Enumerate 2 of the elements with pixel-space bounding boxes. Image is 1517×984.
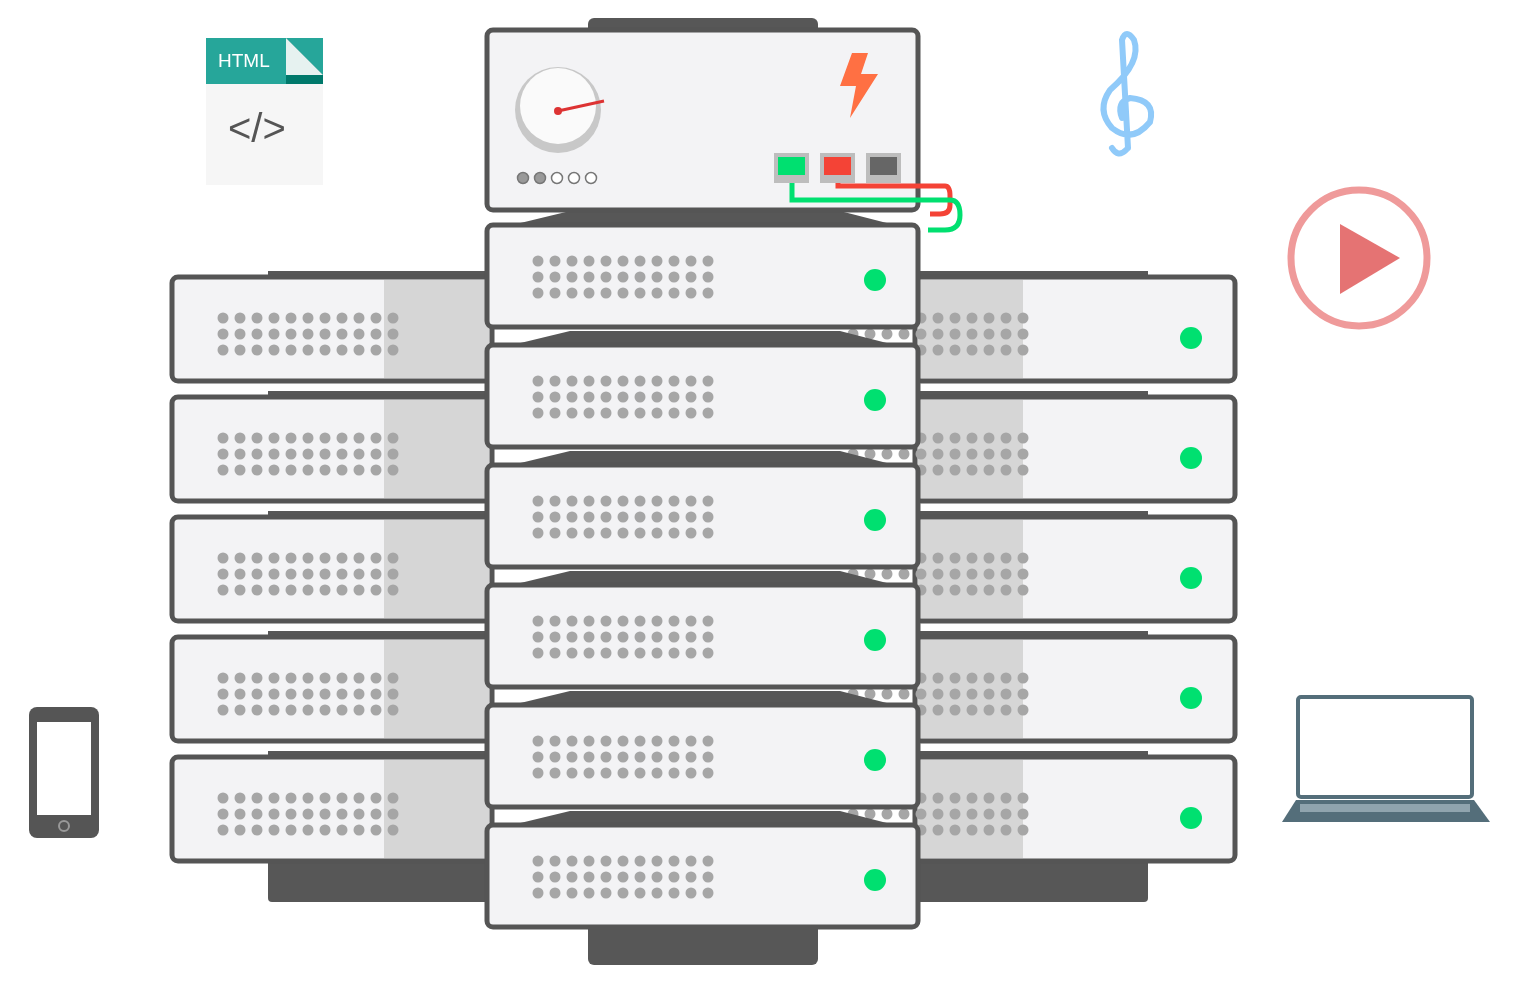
- file-type-label: HTML: [218, 51, 270, 70]
- code-symbol: </>: [228, 108, 286, 148]
